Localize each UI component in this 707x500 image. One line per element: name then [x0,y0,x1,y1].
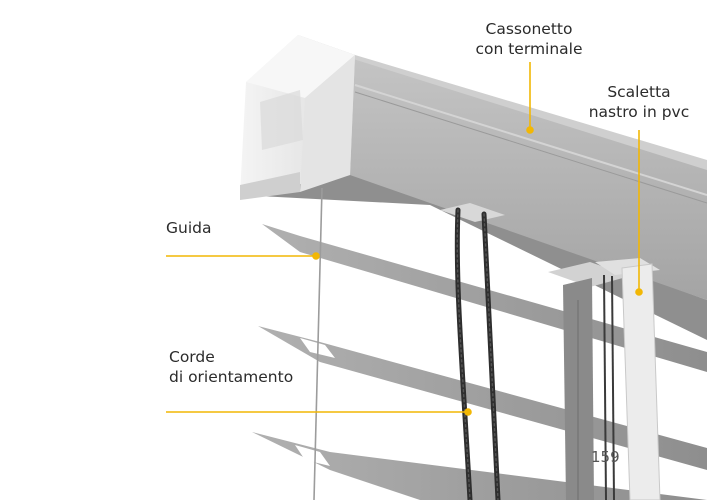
partial-number-label: 159 [591,448,620,466]
callout-dot-cassonetto [526,126,534,134]
end-cap [240,35,355,200]
ladder-tape-left [563,278,594,500]
label-scaletta-line2: nastro in pvc [588,103,690,121]
callout-dot-corde [464,408,472,416]
label-corde: Corde di orientamento [169,347,293,387]
slats [252,224,707,500]
guide-wire [313,187,323,500]
label-cassonetto-line1: Cassonetto [485,20,573,38]
label-scaletta-line1: Scaletta [607,83,671,101]
label-guida-line1: Guida [166,219,212,237]
ladder-cords [603,274,615,500]
label-scaletta: Scaletta nastro in pvc [586,82,692,122]
label-corde-line1: Corde [169,348,215,366]
callout-dot-scaletta [635,288,643,296]
label-cassonetto: Cassonetto con terminale [470,19,588,59]
tilt-cords [454,207,501,500]
ladder-tape-right [621,263,661,500]
label-guida: Guida [166,218,211,238]
callout-dot-guida [312,252,320,260]
label-cassonetto-line2: con terminale [475,40,583,58]
callout-lines [166,62,643,416]
label-corde-line2: di orientamento [169,368,294,386]
